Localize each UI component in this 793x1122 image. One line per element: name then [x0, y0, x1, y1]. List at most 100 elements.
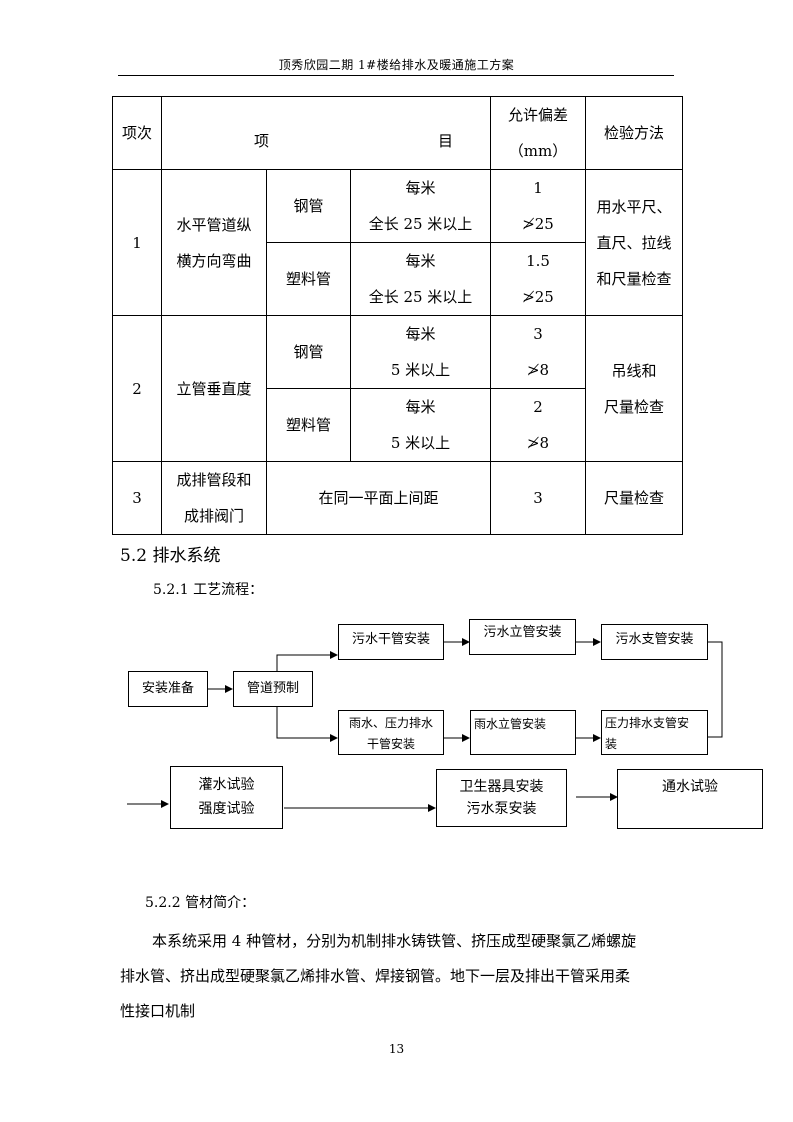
table-header-row: 项次 项 目 允许偏差 （mm） 检验方法: [112, 96, 684, 170]
flow-rain-riser-label: 雨水立管安装: [474, 717, 547, 731]
row2-plastic-desc-line2: 5 米以上: [390, 434, 451, 452]
row2-name: 立管垂直度: [161, 315, 267, 462]
row1-no: 1: [112, 169, 162, 316]
flow-box-prep: 安装准备: [128, 671, 208, 707]
subsection-process-title: 5.2.1 工艺流程：: [153, 582, 264, 598]
section-title: 5.2 排水系统: [120, 546, 221, 566]
header-no: 项次: [112, 96, 162, 170]
header-item-right: 目: [438, 132, 454, 150]
arrow-prefab-to-sewage-main: [276, 651, 338, 671]
flow-test-label-line1: 灌水试验: [198, 777, 255, 793]
row1-steel-tol-line1: 1: [533, 179, 543, 197]
row1-method-line1: 用水平尺、: [596, 197, 672, 216]
row3-tol: 3: [490, 461, 587, 535]
row1-steel-desc: 每米 全长 25 米以上: [349, 169, 492, 243]
connector-right-bracket: [708, 641, 723, 738]
row1-steel-tol-line2: ≯25: [522, 215, 554, 233]
row2-steel-desc: 每米 5 米以上: [349, 315, 492, 389]
row2-plastic-tol-line1: 2: [533, 398, 543, 416]
row2-plastic-desc-line1: 每米: [405, 398, 436, 416]
row1-steel-desc-line1: 每米: [405, 179, 436, 197]
header-tolerance-line1: 允许偏差: [508, 106, 569, 124]
flow-sewage-branch-label: 污水支管安装: [615, 632, 694, 647]
header-item: 项 目: [160, 96, 492, 170]
flow-box-sewage-main: 污水干管安装: [338, 624, 444, 660]
row1-plastic-tol-line1: 1.5: [526, 252, 550, 270]
row3-name-line2: 成排阀门: [183, 507, 244, 525]
flow-prefab-label: 管道预制: [246, 681, 299, 696]
flow-pressure-branch-label-line2: 装: [605, 737, 618, 751]
flow-box-rain-riser: 雨水立管安装: [470, 710, 576, 755]
flow-box-pressure-branch: 压力排水支管安 装: [601, 710, 708, 755]
flow-flow-test-label: 通水试验: [662, 779, 718, 795]
row3-name: 成排管段和 成排阀门: [161, 461, 267, 535]
row2-steel-tol-line2: ≯8: [526, 361, 550, 379]
row2-steel: 钢管: [266, 315, 351, 389]
row1-steel-desc-line2: 全长 25 米以上: [368, 215, 473, 233]
row1-name-line2: 横方向弯曲: [176, 251, 252, 270]
flow-fixture-label-line2: 污水泵安装: [466, 801, 537, 817]
flow-box-prefab: 管道预制: [233, 671, 313, 707]
header-method: 检验方法: [585, 96, 684, 170]
page-header-title: 顶秀欣园二期 1#楼给排水及暖通施工方案: [278, 58, 515, 72]
row1-plastic-tol: 1.5 ≯25: [490, 242, 587, 316]
row1-method-line2: 直尺、拉线: [596, 233, 672, 252]
header-tolerance: 允许偏差 （mm）: [490, 96, 587, 170]
table-row: 塑料管 每米 5 米以上 2 ≯8: [113, 388, 683, 462]
row3-no: 3: [112, 461, 162, 535]
arrow-prefab-to-rain-main: [276, 707, 338, 742]
flow-pressure-branch-label-line1: 压力排水支管安: [605, 716, 690, 730]
subsection-materials-title: 5.2.2 管材简介：: [145, 895, 256, 911]
row2-method-line1: 吊线和: [611, 361, 657, 380]
flow-fixture-label-line1: 卫生器具安装: [459, 779, 544, 795]
flow-rain-main-label-line2: 干管安装: [366, 737, 415, 751]
row1-method-line3: 和尺量检查: [596, 269, 672, 288]
flow-box-rain-main: 雨水、压力排水 干管安装: [338, 710, 444, 755]
flow-box-sewage-branch: 污水支管安装: [601, 624, 708, 660]
flow-box-sewage-riser: 污水立管安装: [469, 619, 576, 655]
table-row: 塑料管 每米 全长 25 米以上 1.5 ≯25: [113, 242, 683, 316]
row1-plastic-tol-line2: ≯25: [522, 288, 554, 306]
row2-plastic-tol: 2 ≯8: [490, 388, 587, 462]
materials-paragraph-line1: 本系统采用 4 种管材，分别为机制排水铸铁管、挤压成型硬聚氯乙烯螺旋: [152, 932, 637, 950]
row2-plastic-desc: 每米 5 米以上: [349, 388, 492, 462]
row2-steel-desc-line1: 每米: [405, 325, 436, 343]
header-item-left: 项: [254, 132, 270, 150]
row2-steel-desc-line2: 5 米以上: [390, 361, 451, 379]
row2-method: 吊线和 尺量检查: [585, 315, 684, 462]
flow-box-test: 灌水试验 强度试验: [170, 766, 283, 829]
row1-plastic-desc: 每米 全长 25 米以上: [349, 242, 492, 316]
row2-method-line2: 尺量检查: [604, 397, 665, 416]
row3-method: 尺量检查: [585, 461, 684, 535]
row1-steel: 钢管: [266, 169, 351, 243]
page-number: 13: [388, 1042, 405, 1056]
row1-method: 用水平尺、 直尺、拉线 和尺量检查: [585, 169, 684, 316]
materials-paragraph-line3: 性接口机制: [120, 1002, 196, 1020]
table-row: 1 水平管道纵 横方向弯曲 钢管 每米 全长 25 米以上 1 ≯25 用水平尺…: [112, 169, 684, 316]
flow-prep-label: 安装准备: [141, 681, 194, 696]
row3-name-line1: 成排管段和: [176, 471, 252, 489]
flow-box-flow-test: 通水试验: [617, 769, 763, 829]
row1-name-line1: 水平管道纵: [176, 215, 252, 234]
row1-plastic-desc-line2: 全长 25 米以上: [368, 288, 473, 306]
table-row: 2 立管垂直度 钢管 每米 5 米以上 3 ≯8 吊线和 尺量检查: [112, 315, 684, 462]
flow-rain-main-label-line1: 雨水、压力排水: [348, 716, 433, 730]
row3-desc: 在同一平面上间距: [265, 461, 492, 535]
header-tolerance-line2: （mm）: [508, 142, 568, 160]
table-row: 3 成排管段和 成排阀门 在同一平面上间距 3 尺量检查: [112, 461, 684, 535]
flow-sewage-main-label: 污水干管安装: [351, 632, 430, 647]
flow-sewage-riser-label: 污水立管安装: [483, 625, 562, 640]
header-divider: [118, 75, 674, 76]
row1-plastic: 塑料管: [266, 242, 351, 316]
row2-plastic-tol-line2: ≯8: [526, 434, 550, 452]
row1-steel-tol: 1 ≯25: [490, 169, 587, 243]
row1-plastic-desc-line1: 每米: [405, 252, 436, 270]
row2-no: 2: [112, 315, 162, 462]
row2-steel-tol-line1: 3: [533, 325, 543, 343]
flow-box-fixture: 卫生器具安装 污水泵安装: [436, 769, 567, 827]
materials-paragraph-line2: 排水管、挤出成型硬聚氯乙烯排水管、焊接钢管。地下一层及排出干管采用柔: [120, 967, 631, 985]
row1-name: 水平管道纵 横方向弯曲: [161, 169, 267, 316]
tolerance-table: 项次 项 目 允许偏差 （mm） 检验方法 1 水平管道纵 横方向弯曲 钢管 每…: [112, 96, 684, 535]
flow-test-label-line2: 强度试验: [198, 801, 255, 817]
